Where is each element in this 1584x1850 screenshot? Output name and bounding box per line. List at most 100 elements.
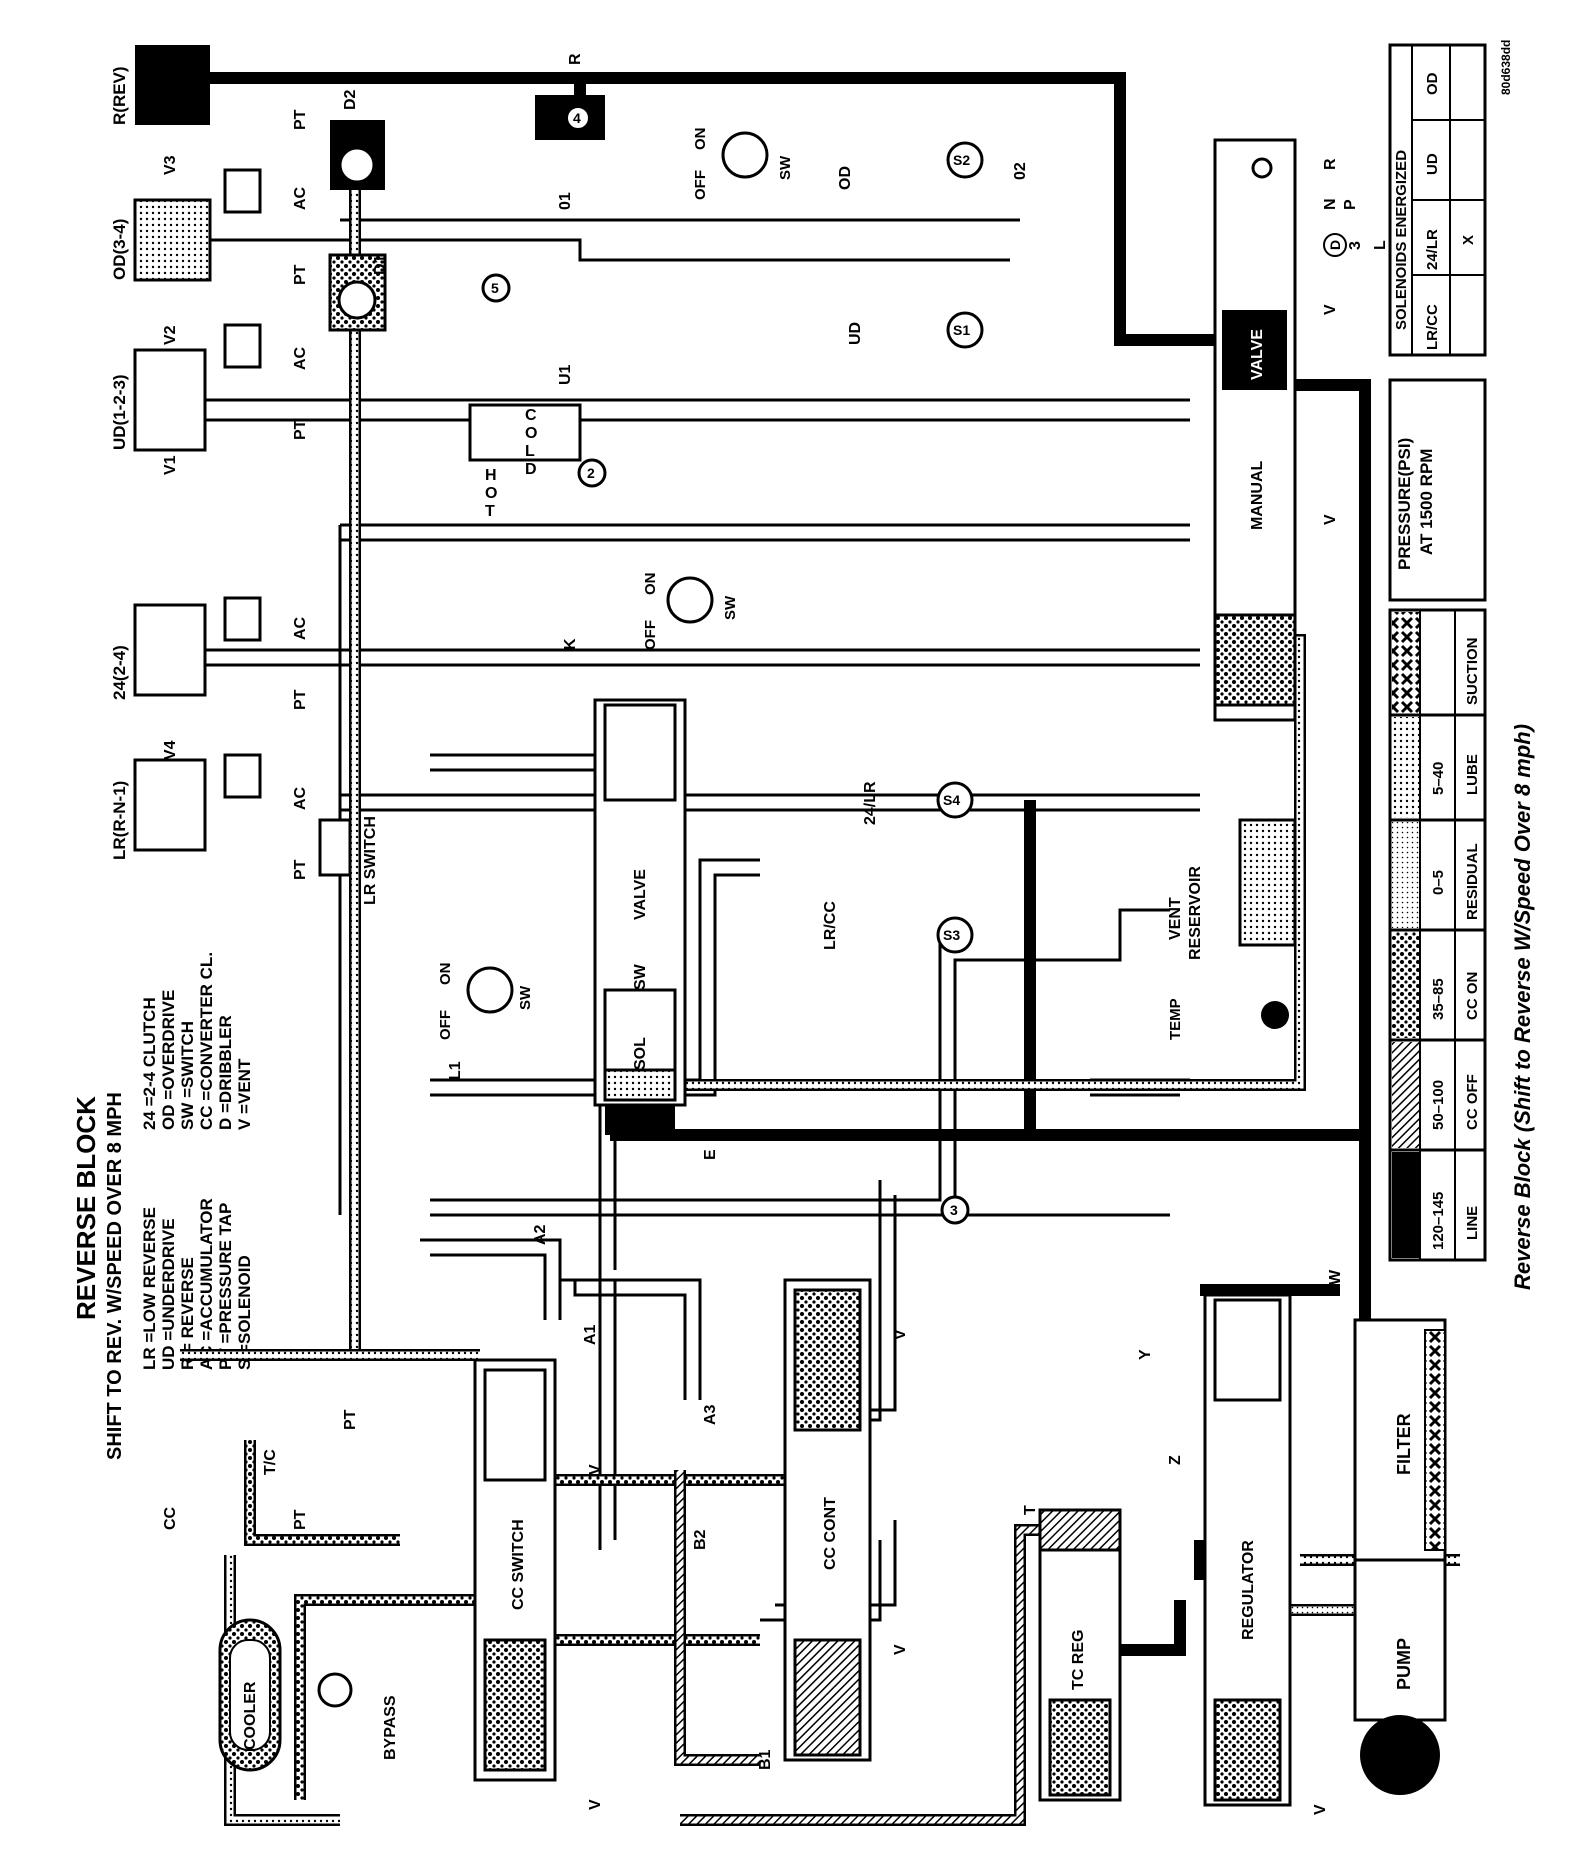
accumulator-24 — [223, 596, 262, 642]
sw-od-on: ON — [692, 128, 709, 151]
gear-3: 3 — [1347, 241, 1364, 250]
s4-label: S4 — [943, 792, 960, 808]
ud-clutch-box — [133, 348, 207, 452]
pt-label-rev: PT — [292, 109, 309, 130]
check-ball-markers: 4 R 5 2 3 — [481, 53, 970, 1225]
cc-switch-vent-1: V — [587, 1464, 604, 1475]
sw-lr-label: SW — [517, 985, 534, 1010]
cc-switch-label: CC SWITCH — [510, 1519, 527, 1610]
filter-label: FILTER — [1394, 1413, 1414, 1475]
e-label: E — [702, 1149, 719, 1160]
abbrev-legend-left: LR =LOW REVERSE UD =UNDERDRIVE R = REVER… — [140, 1198, 254, 1370]
manual-vent-1: V — [1322, 304, 1339, 315]
d2-ball — [338, 146, 376, 184]
ud-sol-label: UD — [847, 322, 864, 345]
legend-lube-name: LUBE — [1464, 754, 1481, 795]
abbrev-r: R = REVERSE — [178, 1257, 197, 1370]
legend-ccon-name: CC ON — [1464, 972, 1481, 1020]
pressure-legend: 120–145 LINE 50–100 CC OFF 35–85 CC ON 0… — [1388, 378, 1487, 1262]
cc-control-valve: CC CONT V V — [783, 1278, 909, 1762]
title-block: REVERSE BLOCK SHIFT TO REV. W/SPEED OVER… — [71, 1092, 126, 1460]
gear-n: N — [1322, 198, 1339, 210]
cc-cont-vent-1: V — [892, 1329, 909, 1340]
pt-label-24: PT — [292, 689, 309, 710]
cc-cont-label: CC CONT — [822, 1497, 839, 1570]
a3-label: A3 — [702, 1404, 719, 1425]
u1-label: U1 — [557, 364, 574, 385]
sw-lr-off: OFF — [437, 1010, 454, 1040]
sol-header-lrcc: LR/CC — [1424, 304, 1441, 350]
title: REVERSE BLOCK — [71, 1096, 101, 1320]
abbrev-od: OD =OVERDRIVE — [159, 990, 178, 1130]
regulator-valve: REGULATOR V — [1203, 1293, 1329, 1815]
pressure-switch-24 — [666, 576, 714, 624]
pt-label-od: PT — [292, 264, 309, 285]
w-label: W — [1327, 1269, 1344, 1285]
cold-o: O — [525, 425, 537, 442]
solenoid-table-title: SOLENOIDS ENERGIZED — [1393, 150, 1410, 330]
figure-caption: Reverse Block (Shift to Reverse W/Speed … — [1510, 724, 1535, 1290]
pressure-switch-od — [721, 131, 769, 179]
regulator-vent: V — [1312, 1804, 1329, 1815]
tc-reg-label: TC REG — [1070, 1630, 1087, 1690]
lr24-sol-label: 24/LR — [862, 781, 879, 825]
line-letters: K L1 A2 A1 A3 B2 B1 E W Y Z T T/C CC PT … — [162, 162, 1344, 1770]
legend-residual-name: RESIDUAL — [1464, 843, 1481, 920]
d1-label: D1 — [372, 254, 389, 275]
c24-clutch-label: 24(2-4) — [110, 645, 129, 700]
sw-24-off: OFF — [642, 620, 659, 650]
cooler: COOLER BYPASS — [218, 1618, 399, 1772]
pressure-switch-lr — [466, 966, 514, 1014]
manual-valve-detent — [1251, 157, 1273, 179]
tc-label: T/C — [262, 1449, 279, 1475]
o2-label: 02 — [1012, 162, 1029, 180]
lr-cc-sol-label: LR/CC — [822, 901, 839, 950]
manual-valve: VALVE MANUAL R N P D 3 L V V — [1213, 138, 1389, 722]
abbrev-sw: SW =SWITCH — [178, 1021, 197, 1130]
sw-24-label: SW — [722, 595, 739, 620]
abbrev-24: 24 =2-4 CLUTCH — [140, 997, 159, 1130]
od-clutch-box — [133, 198, 212, 282]
sol-header-od: OD — [1424, 72, 1441, 95]
cold-d: D — [525, 461, 537, 478]
check-ball-3-label: 3 — [950, 1202, 958, 1218]
bypass-label: BYPASS — [382, 1695, 399, 1760]
abbrev-legend-right: 24 =2-4 CLUTCH OD =OVERDRIVE SW =SWITCH … — [140, 952, 254, 1130]
abbrev-d: D =DRIBBLER — [216, 1015, 235, 1130]
check-ball-3 — [940, 1195, 970, 1225]
od-sol-label: OD — [837, 166, 854, 190]
check-ball-2 — [577, 458, 607, 488]
o1-label: 01 — [557, 192, 574, 210]
cc-switch-vent-2: V — [587, 1799, 604, 1810]
pt-label-tc: PT — [342, 1409, 359, 1430]
solenoid-table: SOLENOIDS ENERGIZED LR/CC 24/LR UD OD X … — [1388, 40, 1513, 357]
legend-suction-name: SUCTION — [1464, 638, 1481, 706]
r-line-label: R — [567, 53, 584, 65]
l1-label: L1 — [447, 1061, 464, 1080]
legend-line-range: 120–145 — [1430, 1192, 1447, 1250]
solenoid-s3 — [936, 916, 974, 954]
temp-label: TEMP — [1167, 998, 1184, 1040]
a1-label: A1 — [582, 1324, 599, 1345]
hot-t: T — [485, 503, 495, 520]
gear-d: D — [1327, 240, 1343, 250]
hot-h: H — [485, 467, 497, 484]
z-label: Z — [1167, 1455, 1184, 1465]
cold-l: L — [525, 443, 535, 460]
y-label: Y — [1137, 1349, 1154, 1360]
pump-gear — [1360, 1715, 1440, 1795]
abbrev-cc: CC =CONVERTER CL. — [197, 952, 216, 1130]
hot-o: O — [485, 485, 497, 502]
pressure-switches: OFF ON SW OFF ON SW OFF ON SW — [437, 128, 794, 1041]
c24-clutch-box — [133, 603, 207, 697]
d1-ball — [337, 280, 377, 320]
rev-clutch-box — [135, 45, 210, 125]
pt-label-cc: PT — [292, 1509, 309, 1530]
s2-label: S2 — [953, 152, 970, 168]
check-ball-4-label: 4 — [573, 110, 581, 126]
solenoids: S1 UD S2 OD S3 LR/CC S4 24/LR — [822, 141, 984, 954]
pressure-legend-title-2: AT 1500 RPM — [1417, 449, 1436, 555]
abbrev-lr: LR =LOW REVERSE — [140, 1207, 159, 1370]
pump-label: PUMP — [1394, 1638, 1414, 1690]
ud-clutch-label: UD(1-2-3) — [110, 374, 129, 450]
